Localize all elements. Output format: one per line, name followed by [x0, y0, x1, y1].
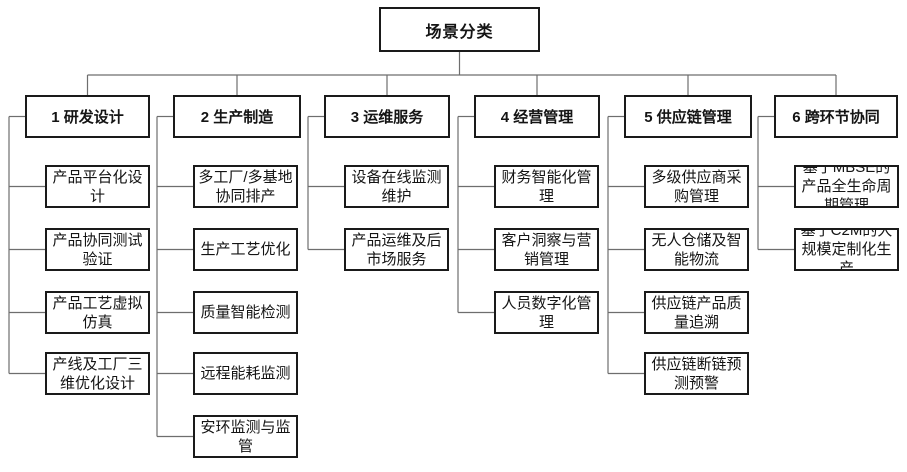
column-3-child-2: 产品运维及后市场服务 — [344, 228, 449, 271]
column-4-child-1: 财务智能化管理 — [494, 165, 599, 208]
column-4-child-2: 客户洞察与营销管理 — [494, 228, 599, 271]
column-5-child-3: 供应链产品质量追溯 — [644, 291, 749, 334]
column-2-child-2: 生产工艺优化 — [193, 228, 298, 271]
column-5-child-1: 多级供应商采购管理 — [644, 165, 749, 208]
column-1-header: 1 研发设计 — [25, 95, 150, 138]
column-1-child-3: 产品工艺虚拟仿真 — [45, 291, 150, 334]
column-5-child-2: 无人仓储及智能物流 — [644, 228, 749, 271]
column-2-child-3: 质量智能检测 — [193, 291, 298, 334]
column-2-child-4: 远程能耗监测 — [193, 352, 298, 395]
column-3-child-1: 设备在线监测维护 — [344, 165, 449, 208]
column-2-child-5: 安环监测与监管 — [193, 415, 298, 458]
column-6-header: 6 跨环节协同 — [774, 95, 898, 138]
column-5-header: 5 供应链管理 — [624, 95, 752, 138]
root-node: 场景分类 — [379, 7, 540, 52]
column-6-child-1: 基于MBSE的产品全生命周期管理 — [794, 165, 899, 208]
column-1-child-1: 产品平台化设计 — [45, 165, 150, 208]
column-1-child-4: 产线及工厂三维优化设计 — [45, 352, 150, 395]
column-2-header: 2 生产制造 — [173, 95, 301, 138]
column-4-child-3: 人员数字化管理 — [494, 291, 599, 334]
column-2-child-1: 多工厂/多基地协同排产 — [193, 165, 298, 208]
column-4-header: 4 经营管理 — [474, 95, 600, 138]
column-1-child-2: 产品协同测试验证 — [45, 228, 150, 271]
column-3-header: 3 运维服务 — [324, 95, 450, 138]
column-5-child-4: 供应链断链预测预警 — [644, 352, 749, 395]
column-6-child-2: 基于C2M的大规模定制化生产 — [794, 228, 899, 271]
